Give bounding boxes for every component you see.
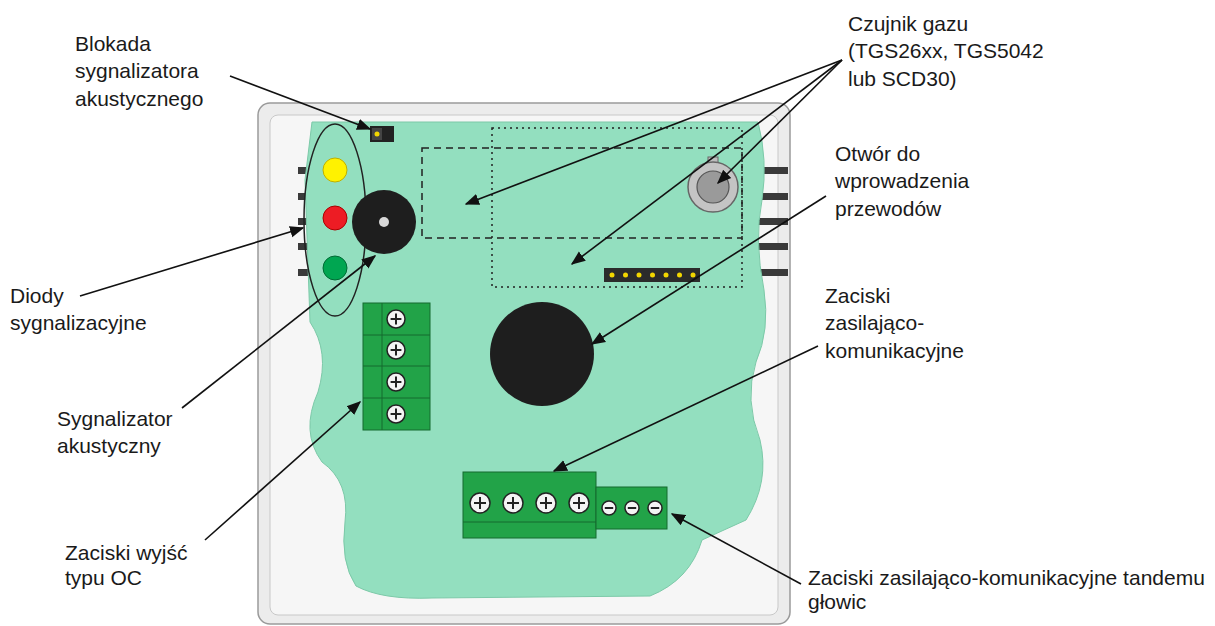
callout-label: Otwór do wprowadzenia przewodów xyxy=(835,140,985,222)
leader-line xyxy=(182,256,375,408)
terminal-screw xyxy=(536,493,556,513)
header-pin xyxy=(650,273,655,278)
screw-slot xyxy=(628,507,636,509)
leader-line xyxy=(718,60,842,183)
header-pin xyxy=(637,273,642,278)
screw-slot xyxy=(395,409,397,420)
screw-head xyxy=(503,493,523,513)
terminal-screw xyxy=(503,493,523,513)
terminal-screw xyxy=(387,341,405,359)
divider xyxy=(363,335,430,336)
leader-line xyxy=(554,346,818,471)
terminal-screw xyxy=(387,405,405,423)
screw-slot xyxy=(395,377,397,388)
sensor-outline xyxy=(492,128,742,287)
screw-head xyxy=(470,493,490,513)
green-led xyxy=(323,256,347,280)
callout-label: Blokada sygnalizatora akustycznego xyxy=(75,30,225,112)
leader-line xyxy=(205,402,360,540)
leader-line xyxy=(230,76,370,129)
screw-head xyxy=(387,373,405,391)
screw-slot xyxy=(578,497,580,509)
callout-label: Zaciski zasilająco-komunikacyjne xyxy=(825,282,980,364)
screw-head xyxy=(625,501,639,515)
header-pin xyxy=(691,273,696,278)
sensor-outline xyxy=(422,148,742,238)
buzzer-hole xyxy=(379,217,389,227)
screw-slot xyxy=(479,497,481,509)
gas-sensor xyxy=(688,157,738,212)
terminal-screw xyxy=(387,310,405,328)
screw-head xyxy=(569,493,589,513)
screw-head xyxy=(648,501,662,515)
terminal-screw xyxy=(602,501,616,515)
header-pin xyxy=(677,273,682,278)
divider xyxy=(363,398,430,399)
leader-line xyxy=(572,60,842,264)
terminal-screw xyxy=(625,501,639,515)
leader-line xyxy=(672,514,801,584)
leader-line xyxy=(592,196,826,344)
screw-slot xyxy=(512,497,514,509)
buzzer-jumper xyxy=(370,126,394,142)
callout-label: Czujnik gazu (TGS26xx, TGS5042 lub SCD30… xyxy=(848,10,1058,92)
tandem-terminal-block xyxy=(596,487,667,529)
leader-lines xyxy=(80,60,842,584)
terminal-screw xyxy=(470,493,490,513)
screw-head xyxy=(387,341,405,359)
header-pin xyxy=(610,273,615,278)
header-pin xyxy=(623,273,628,278)
jumper-pin xyxy=(375,132,380,137)
callout-label: Zaciski zasilająco-komunikacyjne tandemu… xyxy=(808,566,1208,614)
power-terminal-block xyxy=(463,472,596,538)
screw-head xyxy=(387,310,405,328)
divider xyxy=(363,366,430,367)
screw-slot xyxy=(395,314,397,325)
divider xyxy=(382,303,383,430)
screw-slot xyxy=(605,507,613,509)
screw-head xyxy=(536,493,556,513)
cable-hole xyxy=(490,302,594,406)
screw-head xyxy=(387,405,405,423)
red-led xyxy=(323,206,347,230)
terminal-screw xyxy=(648,501,662,515)
callout-label: Diody sygnalizacyjne xyxy=(10,282,170,337)
callout-label: Zaciski wyjść typu OC xyxy=(65,540,215,590)
leader-line xyxy=(80,228,303,296)
callout-label: Sygnalizator akustyczny xyxy=(57,405,202,460)
screw-slot xyxy=(651,507,659,509)
terminal-screw xyxy=(387,373,405,391)
terminal-screws xyxy=(387,310,662,515)
jumper-pin xyxy=(372,128,382,140)
header-pin xyxy=(664,273,669,278)
oc-terminal-block xyxy=(363,303,430,430)
header-pins xyxy=(610,273,696,278)
divider xyxy=(463,522,596,523)
pin-header xyxy=(604,268,700,282)
yellow-led xyxy=(323,158,347,182)
screw-head xyxy=(602,501,616,515)
terminal-dividers xyxy=(363,303,430,430)
screw-slot xyxy=(395,345,397,356)
buzzer xyxy=(352,190,416,254)
terminal-screw xyxy=(569,493,589,513)
screw-slot xyxy=(545,497,547,509)
leader-line xyxy=(466,60,842,204)
housing-inner xyxy=(270,115,778,615)
